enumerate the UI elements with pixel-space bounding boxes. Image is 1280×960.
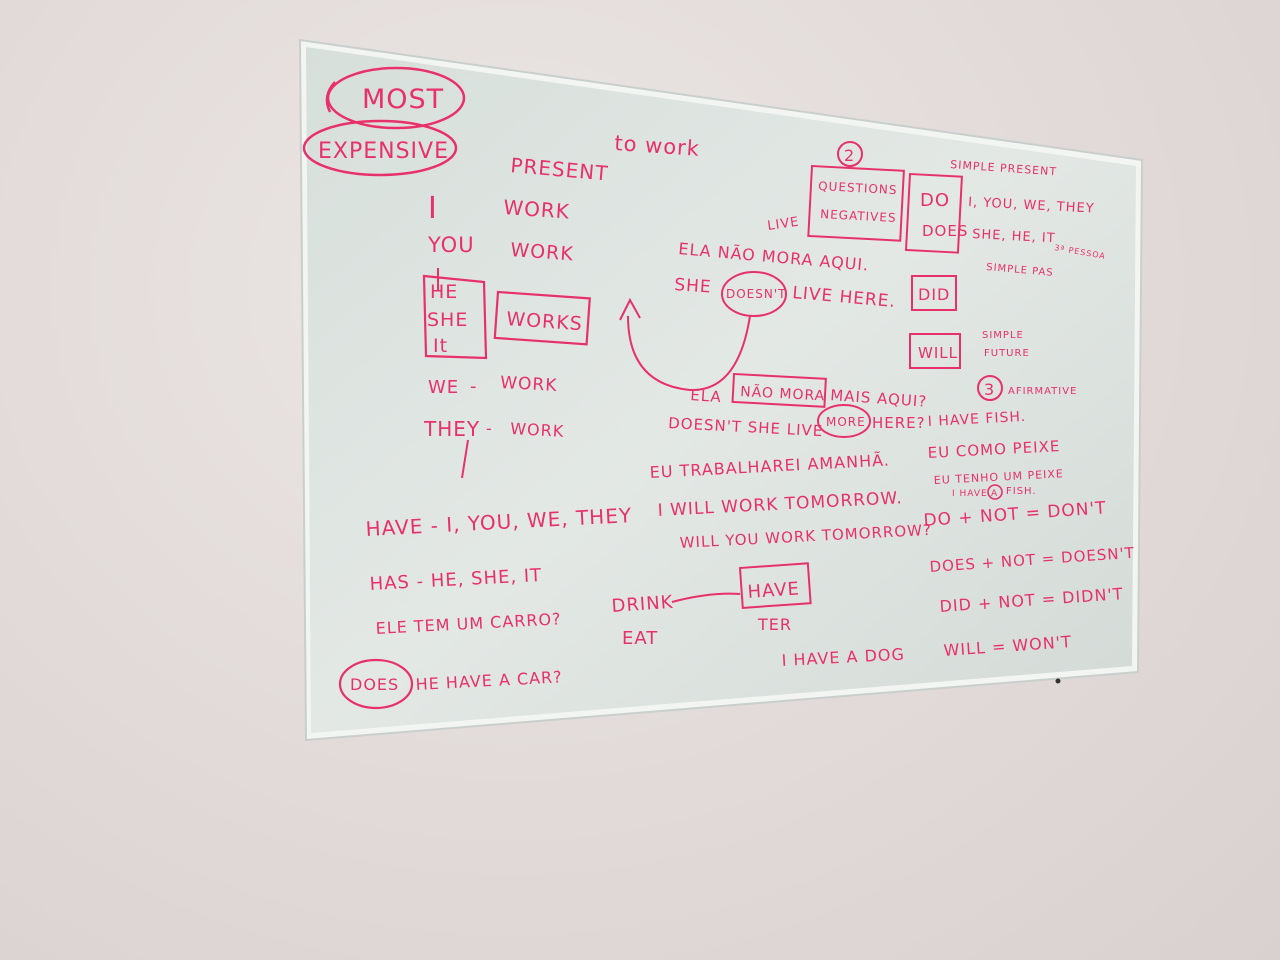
does-subjects: SHE, HE, IT: [972, 227, 1056, 246]
i-have-fish: I HAVE FISH.: [927, 409, 1026, 430]
auxiliaries-section: 2 QUESTIONS NEGATIVES SIMPLE PRESENT DO …: [807, 141, 1107, 369]
do-label: DO: [920, 190, 950, 211]
he-she-it-box: [422, 274, 488, 360]
subject-it: It: [433, 335, 448, 357]
have-box-label: HAVE: [747, 578, 801, 603]
verb-work-they: WORK: [510, 419, 565, 441]
do-subjects: I, YOU, WE, THEY: [968, 195, 1095, 217]
does-label: DOES: [350, 675, 399, 694]
number-2: 2: [844, 146, 855, 165]
will-box: [909, 333, 961, 369]
verb-work-we: WORK: [500, 373, 558, 396]
most-expensive-group: MOST EXPENSIVE: [302, 66, 466, 177]
drink-label: DRINK: [611, 592, 674, 617]
qneg-more: MORE: [826, 415, 866, 429]
negation-arrow: [619, 297, 751, 392]
most-label: MOST: [362, 84, 444, 115]
have-box: [738, 562, 812, 609]
most-bracket: [325, 81, 336, 113]
board-title: to work: [614, 131, 701, 161]
subject-we: WE: [428, 377, 459, 398]
number-3-circle: [977, 375, 1003, 401]
subject-i: I: [428, 191, 438, 226]
qneg-here: HERE?: [872, 414, 926, 432]
dash-they: -: [486, 419, 493, 438]
did-box: [911, 275, 957, 311]
verb-work-you: WORK: [510, 239, 575, 265]
dash-we: -: [470, 376, 478, 397]
more-circle: [817, 404, 871, 438]
did-label: DID: [918, 285, 950, 304]
negation-doesnt: DOESN'T: [726, 287, 787, 301]
number-2-circle: [837, 141, 863, 167]
i-have-a-fish-1: I HAVE: [952, 489, 988, 499]
will-label: WILL: [918, 344, 958, 362]
nao-mora-box: [731, 372, 827, 408]
affirmative-heading: AFIRMATIVE: [1008, 386, 1077, 397]
marker-dot: [1055, 678, 1061, 684]
a-circle: [987, 484, 1003, 500]
does-aux-label: DOES: [922, 222, 968, 240]
ter-label: TER: [757, 615, 792, 634]
negation-line-en-she: SHE: [674, 275, 713, 298]
eat-label: EAT: [622, 628, 658, 649]
subject-they: THEY: [423, 417, 480, 441]
qneg-ela: ELA: [690, 386, 723, 406]
whiteboard-surface: [306, 47, 1136, 733]
verb-work-i: WORK: [503, 195, 571, 224]
questions-label: QUESTIONS: [818, 179, 898, 197]
future-example: EU TRABALHAREI AMANHÃ. I WILL WORK TOMOR…: [649, 450, 932, 552]
live-note: LIVE: [766, 215, 800, 234]
questions-negatives-box: [807, 164, 905, 242]
works-box: [493, 290, 591, 346]
simple-future-note-1: SIMPLE: [982, 330, 1024, 341]
verb-works: WORKS: [506, 308, 584, 335]
expensive-circle: [302, 119, 458, 177]
expensive-label: EXPENSIVE: [318, 139, 449, 164]
i-have-a-fish-2: A: [991, 489, 998, 499]
subject-bracket-lower: [461, 439, 469, 479]
do-does-box: [904, 172, 963, 254]
subject-you: YOU: [427, 233, 475, 257]
subject-she: SHE: [427, 309, 468, 331]
does-circle: [338, 658, 414, 710]
qneg-nao-mora: NÃO MORA: [740, 383, 826, 404]
number-3: 3: [984, 380, 995, 399]
i-have-a-fish-3: FISH.: [1006, 486, 1037, 497]
present-conjugation: PRESENT I WORK YOU WORK HE SHE It WORKS …: [422, 153, 609, 479]
drink-have-line: [671, 592, 741, 603]
doesnt-circle: [721, 271, 787, 317]
subject-he: HE: [430, 281, 458, 303]
negatives-label: NEGATIVES: [820, 207, 897, 225]
simple-future-note-2: FUTURE: [984, 348, 1030, 359]
